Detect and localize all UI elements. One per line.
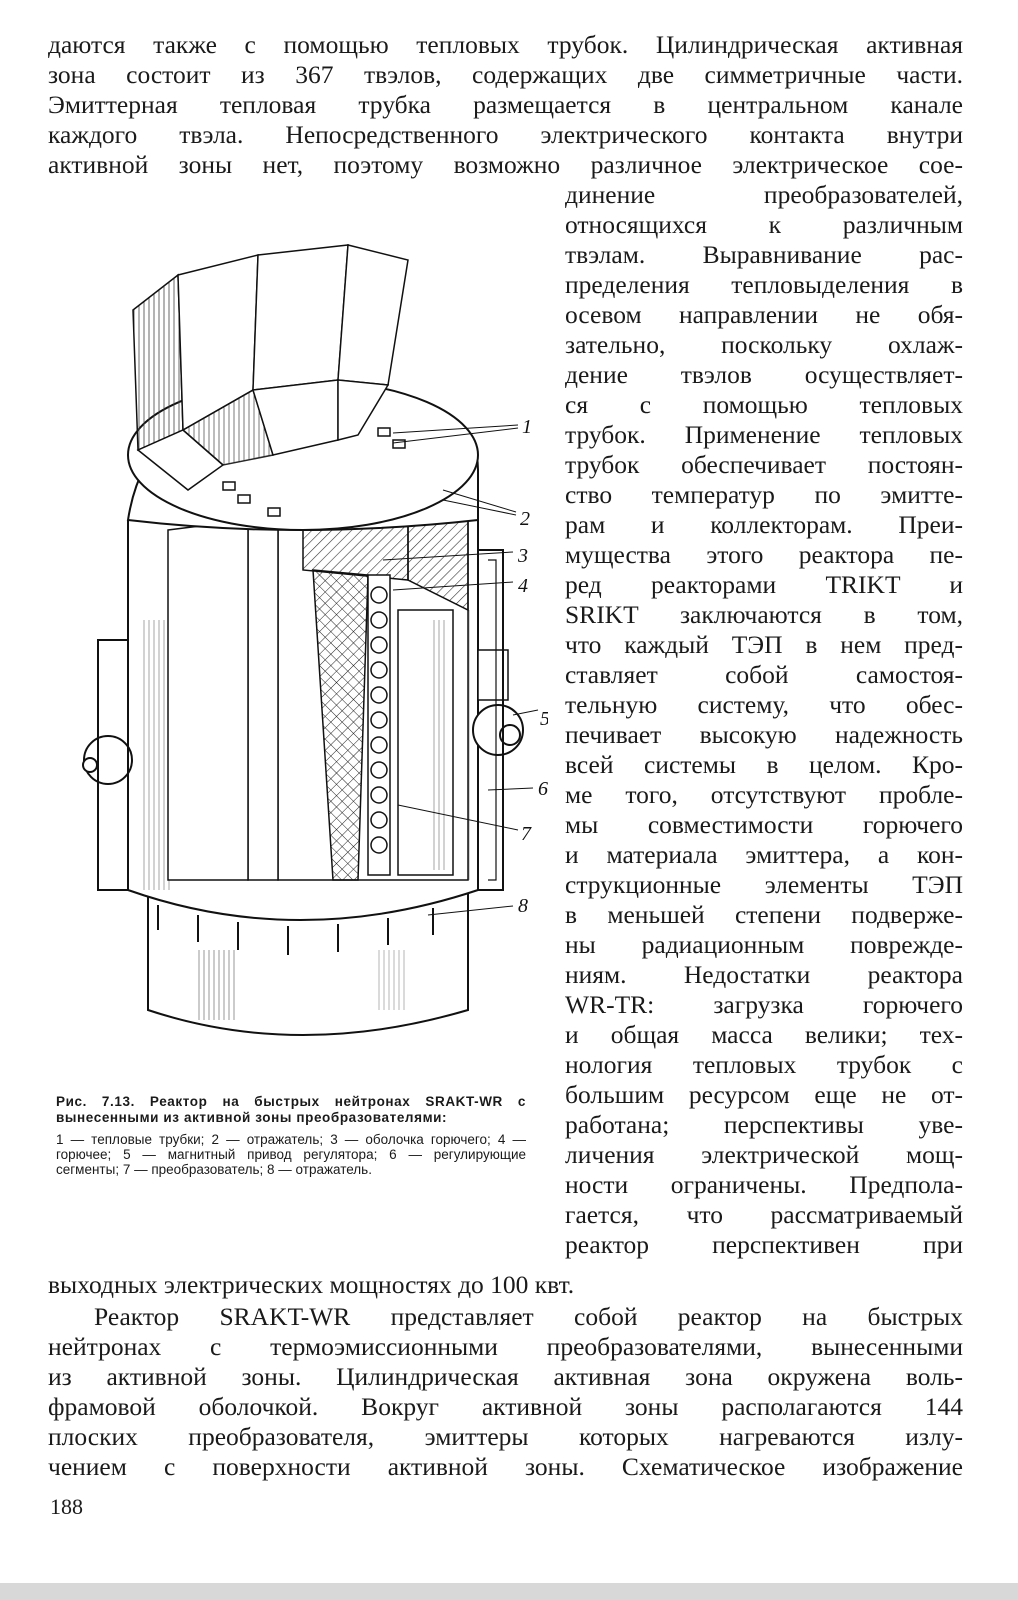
- text-line: дение твэлов осуществляет-: [565, 360, 963, 389]
- figure-label-3: 3: [517, 545, 528, 567]
- text-line: ся с помощью тепловых: [565, 390, 963, 419]
- text-line: струкционные элементы ТЭП: [565, 870, 963, 899]
- text-line: рам и коллекторам. Преи-: [565, 510, 963, 539]
- text-line: личения электрической мощ-: [565, 1140, 963, 1169]
- figure-label-2: 2: [520, 508, 530, 530]
- text-line: нология тепловых трубок с: [565, 1050, 963, 1079]
- text-line: тельную систему, что обес-: [565, 690, 963, 719]
- text-line: ред реакторами TRIKT и: [565, 570, 963, 599]
- text-line: относящихся к различным: [565, 210, 963, 239]
- text-line: и общая масса велики; тех-: [565, 1020, 963, 1049]
- text-line: реактор перспективен при: [565, 1230, 963, 1259]
- text-line: мущества этого реактора пе-: [565, 540, 963, 569]
- text-line: фрамовой оболочкой. Вокруг активной зоны…: [48, 1392, 963, 1421]
- figure-label-5: 5: [540, 708, 548, 730]
- text-line: SRIKT заключаются в том,: [565, 600, 963, 629]
- text-line: осевом направлении не обя-: [565, 300, 963, 329]
- text-line: ниям. Недостатки реактора: [565, 960, 963, 989]
- text-line: работана; перспективы уве-: [565, 1110, 963, 1139]
- text-line: что каждый ТЭП в нем пред-: [565, 630, 963, 659]
- text-line: ставляет собой самостоя-: [565, 660, 963, 689]
- figure-label-1: 1: [522, 416, 532, 438]
- text-line: всей системы в целом. Кро-: [565, 750, 963, 779]
- text-line: печивает высокую надежность: [565, 720, 963, 749]
- reactor-figure: 1 2 3 4 5 6 7 8: [48, 190, 550, 1070]
- text-line: мы совместимости горючего: [565, 810, 963, 839]
- text-line: твэлам. Выравнивание рас-: [565, 240, 963, 269]
- text-line: плоских преобразователя, эмиттеры которы…: [48, 1422, 963, 1451]
- text-line: в меньшей степени подверже-: [565, 900, 963, 929]
- text-line: ме того, отсутствуют пробле-: [565, 780, 963, 809]
- text-line: ство температур по эмитте-: [565, 480, 963, 509]
- figure-label-7: 7: [521, 823, 532, 845]
- text-line: ны радиационным поврежде-: [565, 930, 963, 959]
- text-line: Реактор SRAKT-WR представляет собой реак…: [94, 1302, 963, 1331]
- figure-label-4: 4: [518, 575, 528, 597]
- text-line: трубок. Применение тепловых: [565, 420, 963, 449]
- text-line: зона состоит из 367 твэлов, содержащих д…: [48, 60, 963, 89]
- converter-stack: [370, 586, 388, 854]
- text-line: выходных электрических мощностях до 100 …: [48, 1270, 575, 1299]
- caption-legend: 1 — тепловые трубки; 2 — отражатель; 3 —…: [56, 1132, 526, 1177]
- text-line: из активной зоны. Цилиндрическая активна…: [48, 1362, 963, 1391]
- reactor-drawing: 1 2 3 4 5 6 7 8: [82, 244, 550, 1036]
- text-line: трубок обеспечивает постоян-: [565, 450, 963, 479]
- text-line: и материала эмиттера, а кон-: [565, 840, 963, 869]
- leader-lines: [382, 424, 539, 916]
- magnetic-drive-left: [82, 639, 133, 891]
- text-line: Эмиттерная тепловая трубка размещается в…: [48, 90, 963, 119]
- text-line: активной зоны нет, поэтому возможно разл…: [48, 150, 963, 179]
- text-line: ности ограничены. Предпола-: [565, 1170, 963, 1199]
- text-line: динение преобразователей,: [565, 180, 963, 209]
- caption-title: Рис. 7.13. Реактор на быстрых нейтронах …: [56, 1094, 526, 1125]
- text-line: WR-TR: загрузка горючего: [565, 990, 963, 1019]
- text-line: большим ресурсом еще не от-: [565, 1080, 963, 1109]
- text-line: пределения тепловыделения в: [565, 270, 963, 299]
- figure-label-8: 8: [518, 895, 528, 917]
- text-line: чением с поверхности активной зоны. Схем…: [48, 1452, 963, 1481]
- top-assemblies: [132, 244, 409, 491]
- page-number: 188: [50, 1494, 83, 1519]
- magnetic-drive-right: [472, 649, 524, 756]
- figure-label-6: 6: [538, 778, 548, 800]
- text-line: даются также с помощью тепловых трубок. …: [48, 30, 963, 59]
- scan-bottom-edge: [0, 1583, 1018, 1600]
- text-line: зательно, поскольку охлаж-: [565, 330, 963, 359]
- text-line: нейтронах с термоэмиссионными преобразов…: [48, 1332, 963, 1361]
- figure-caption: Рис. 7.13. Реактор на быстрых нейтронах …: [56, 1094, 526, 1177]
- text-line: гается, что рассматриваемый: [565, 1200, 963, 1229]
- text-line: каждого твэла. Непосредственного электри…: [48, 120, 963, 149]
